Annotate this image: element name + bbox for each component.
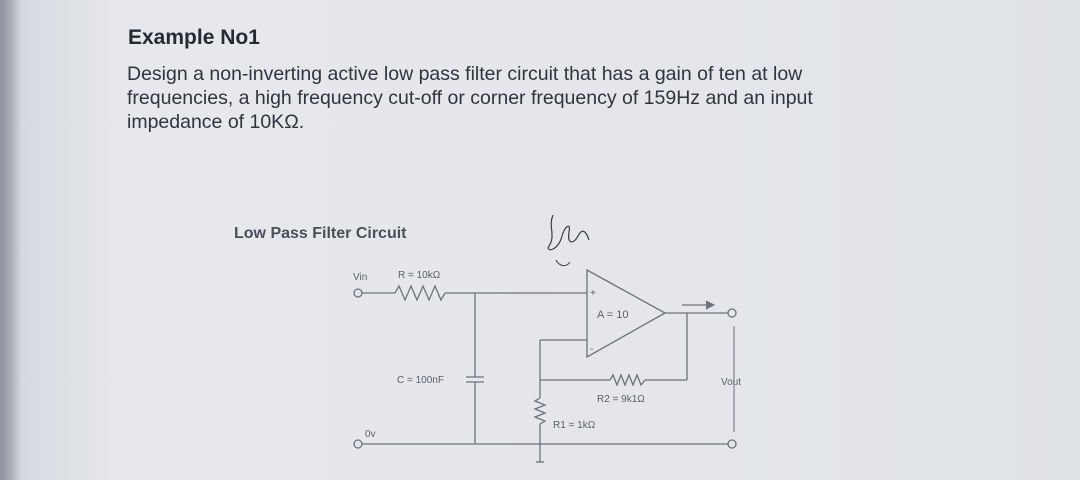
op-amp-symbol: [586, 268, 667, 359]
r1-label: R1 = 1kΩ: [553, 420, 596, 431]
vin-label: Vin: [353, 272, 367, 283]
question-text: Design a non-inverting active low pass f…: [127, 62, 957, 134]
gain-label: A = 10: [597, 309, 629, 321]
circuit-labels: Vin R = 10kΩ C = 100nF 0v A = 10 + - R2 …: [353, 270, 741, 440]
minus-label: -: [590, 344, 593, 355]
ground-label: 0v: [365, 429, 376, 440]
circuit-title: Low Pass Filter Circuit: [234, 225, 407, 242]
vout-ground-terminal: [727, 439, 737, 449]
question-line: Design a non-inverting active low pass f…: [127, 63, 803, 85]
page-edge-shadow: [0, 0, 22, 480]
capacitor-label: C = 100nF: [397, 375, 444, 386]
vout-label: Vout: [721, 377, 741, 388]
resistor-r2-symbol: [609, 373, 646, 387]
example-heading: Example No1: [128, 26, 260, 49]
handwritten-mark: [555, 259, 571, 267]
vin-terminal: [353, 288, 363, 298]
resistor-r-symbol: [394, 284, 446, 302]
question-line: frequencies, a high frequency cut-off or…: [127, 87, 813, 109]
vout-terminal: [727, 308, 737, 318]
resistor-r1-symbol: [533, 397, 547, 425]
ground-terminal: [353, 439, 363, 449]
resistor-label: R = 10kΩ: [398, 270, 441, 281]
plus-label: +: [590, 288, 596, 299]
handwritten-signature: [547, 214, 590, 251]
r2-label: R2 = 9k1Ω: [597, 394, 645, 405]
question-line: impedance of 10KΩ.: [127, 111, 305, 133]
